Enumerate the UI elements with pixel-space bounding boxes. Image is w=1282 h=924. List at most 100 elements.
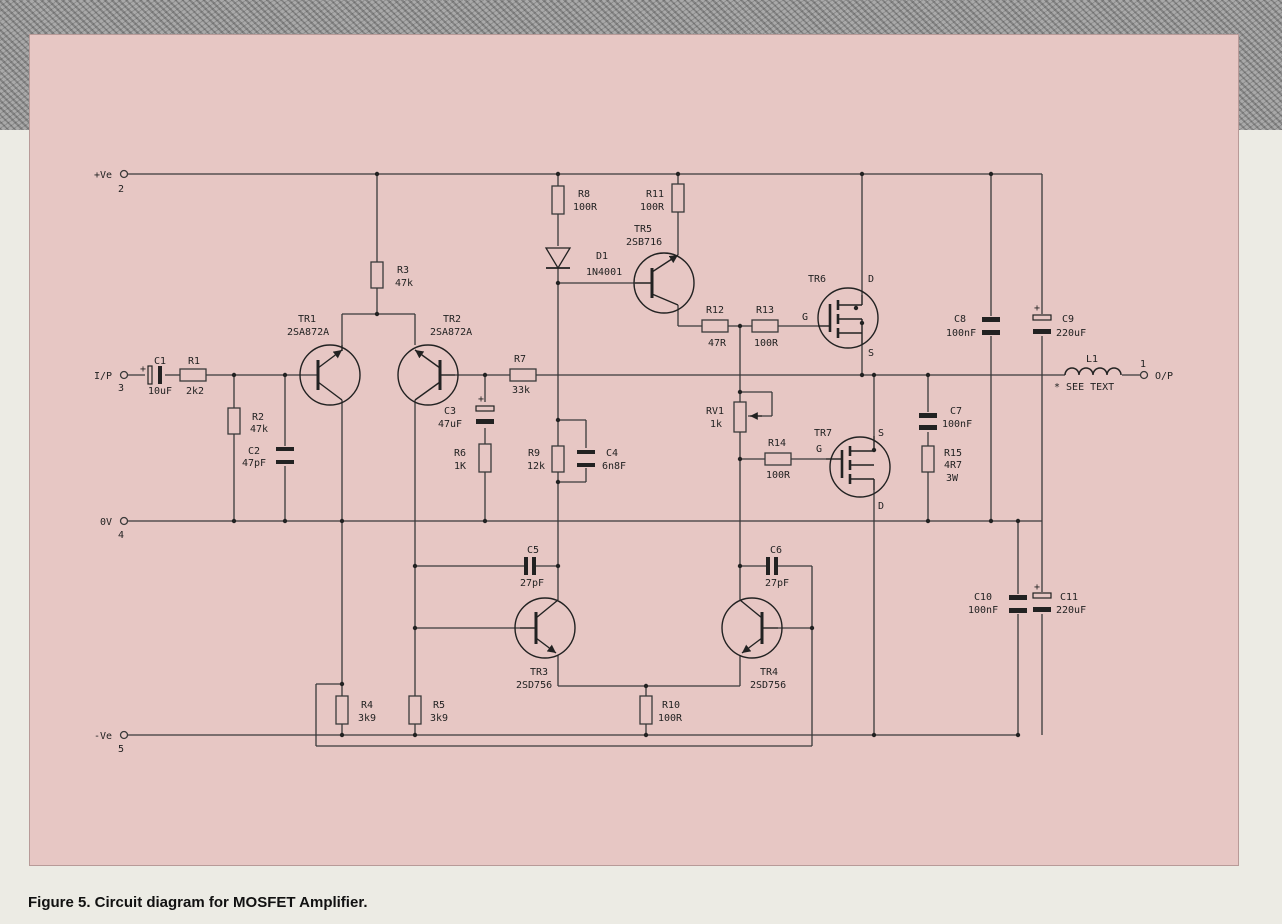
- labels: +Ve 2 I/P 3 0V 4 -Ve 5 1 O/P C1 10uF R1 …: [94, 170, 1173, 755]
- tr7-gate: G: [816, 444, 822, 455]
- d1-value: 1N4001: [586, 267, 622, 278]
- c11-ref: C11: [1060, 592, 1078, 603]
- resistor-r4: [335, 695, 349, 725]
- r15-ref: R15: [944, 448, 962, 459]
- r12-value: 47R: [708, 338, 727, 349]
- resistor-r6: [478, 443, 492, 473]
- c5-ref: C5: [527, 545, 539, 556]
- capacitor-c6: [766, 557, 770, 575]
- capacitor-c3: [475, 405, 495, 412]
- tr2-ref: TR2: [443, 314, 461, 325]
- diagram-panel: [30, 35, 1238, 865]
- tr1-ref: TR1: [298, 314, 316, 325]
- inductor-l1: [1064, 367, 1122, 376]
- capacitor-c11: [1032, 592, 1052, 599]
- transistor-tr3: [514, 597, 576, 659]
- r8-ref: R8: [578, 189, 590, 200]
- r15-rating: 3W: [946, 473, 959, 484]
- r14-ref: R14: [768, 438, 786, 449]
- capacitor-c8: [982, 317, 1000, 322]
- c8-value: 100nF: [946, 328, 976, 339]
- r6-ref: R6: [454, 448, 466, 459]
- wires: [128, 173, 1140, 747]
- capacitor-c1: [147, 365, 153, 385]
- r14-value: 100R: [766, 470, 791, 481]
- tr5-value: 2SB716: [626, 237, 662, 248]
- tr7-source: S: [878, 428, 884, 439]
- zero-pin: 4: [118, 530, 124, 541]
- mosfet-tr7: [826, 436, 891, 498]
- tr6-gate: G: [802, 312, 808, 323]
- transistor-tr1: [299, 344, 361, 406]
- diode-d1: [544, 247, 572, 270]
- c10-ref: C10: [974, 592, 992, 603]
- vneg-label: -Ve: [94, 731, 112, 742]
- c7-ref: C7: [950, 406, 962, 417]
- tr4-value: 2SD756: [750, 680, 786, 691]
- tr5-ref: TR5: [634, 224, 652, 235]
- capacitors: [147, 314, 1052, 613]
- c1-value: 10uF: [148, 386, 172, 397]
- resistor-r10: [639, 695, 653, 725]
- tr3-ref: TR3: [530, 667, 548, 678]
- c2-value: 47pF: [242, 458, 266, 469]
- polarity-marks: + + + +: [140, 303, 1040, 593]
- r7-value: 33k: [512, 385, 530, 396]
- junctions: [231, 171, 1021, 738]
- tr6-ref: TR6: [808, 274, 826, 285]
- mosfet-tr6: [817, 287, 879, 349]
- r1-ref: R1: [188, 356, 200, 367]
- c7-value: 100nF: [942, 419, 972, 430]
- figure-caption: Figure 5. Circuit diagram for MOSFET Amp…: [28, 894, 368, 911]
- capacitor-c5: [524, 557, 528, 575]
- resistor-r14: [764, 452, 792, 466]
- capacitor-c10: [1009, 595, 1027, 600]
- resistor-r1: [179, 368, 207, 382]
- vneg-pin: 5: [118, 744, 124, 755]
- c3-ref: C3: [444, 406, 456, 417]
- tr6-drain: D: [868, 274, 874, 285]
- c1-ref: C1: [154, 356, 166, 367]
- r13-value: 100R: [754, 338, 779, 349]
- resistor-r12: [701, 319, 729, 333]
- terminals: [119, 169, 1149, 740]
- zero-label: 0V: [100, 517, 112, 528]
- tr7-ref: TR7: [814, 428, 832, 439]
- input-pin: 3: [118, 383, 124, 394]
- rv1-ref: RV1: [706, 406, 724, 417]
- output-pin: 1: [1140, 359, 1146, 370]
- r15-value: 4R7: [944, 460, 962, 471]
- svg-text:+: +: [140, 364, 146, 375]
- vpos-pin: 2: [118, 184, 124, 195]
- r4-ref: R4: [361, 700, 373, 711]
- r2-value: 47k: [250, 424, 268, 435]
- c8-ref: C8: [954, 314, 966, 325]
- c6-ref: C6: [770, 545, 782, 556]
- resistors: [179, 183, 935, 725]
- tr2-value: 2SA872A: [430, 327, 472, 338]
- l1-ref: L1: [1086, 354, 1098, 365]
- d1-ref: D1: [596, 251, 608, 262]
- resistor-r3: [370, 261, 384, 289]
- c11-value: 220uF: [1056, 605, 1086, 616]
- resistor-r9: [551, 445, 565, 473]
- tr3-value: 2SD756: [516, 680, 552, 691]
- c5-value: 27pF: [520, 578, 544, 589]
- r9-ref: R9: [528, 448, 540, 459]
- r10-ref: R10: [662, 700, 680, 711]
- r12-ref: R12: [706, 305, 724, 316]
- r13-ref: R13: [756, 305, 774, 316]
- capacitor-c7: [919, 413, 937, 418]
- r5-ref: R5: [433, 700, 445, 711]
- potentiometer-rv1: [733, 401, 747, 433]
- tr7-drain: D: [878, 501, 884, 512]
- r2-ref: R2: [252, 412, 264, 423]
- transistor-tr5: [633, 252, 695, 314]
- c9-value: 220uF: [1056, 328, 1086, 339]
- r11-value: 100R: [640, 202, 665, 213]
- tr4-ref: TR4: [760, 667, 778, 678]
- c4-ref: C4: [606, 448, 618, 459]
- r3-ref: R3: [397, 265, 409, 276]
- output-label: O/P: [1155, 371, 1173, 382]
